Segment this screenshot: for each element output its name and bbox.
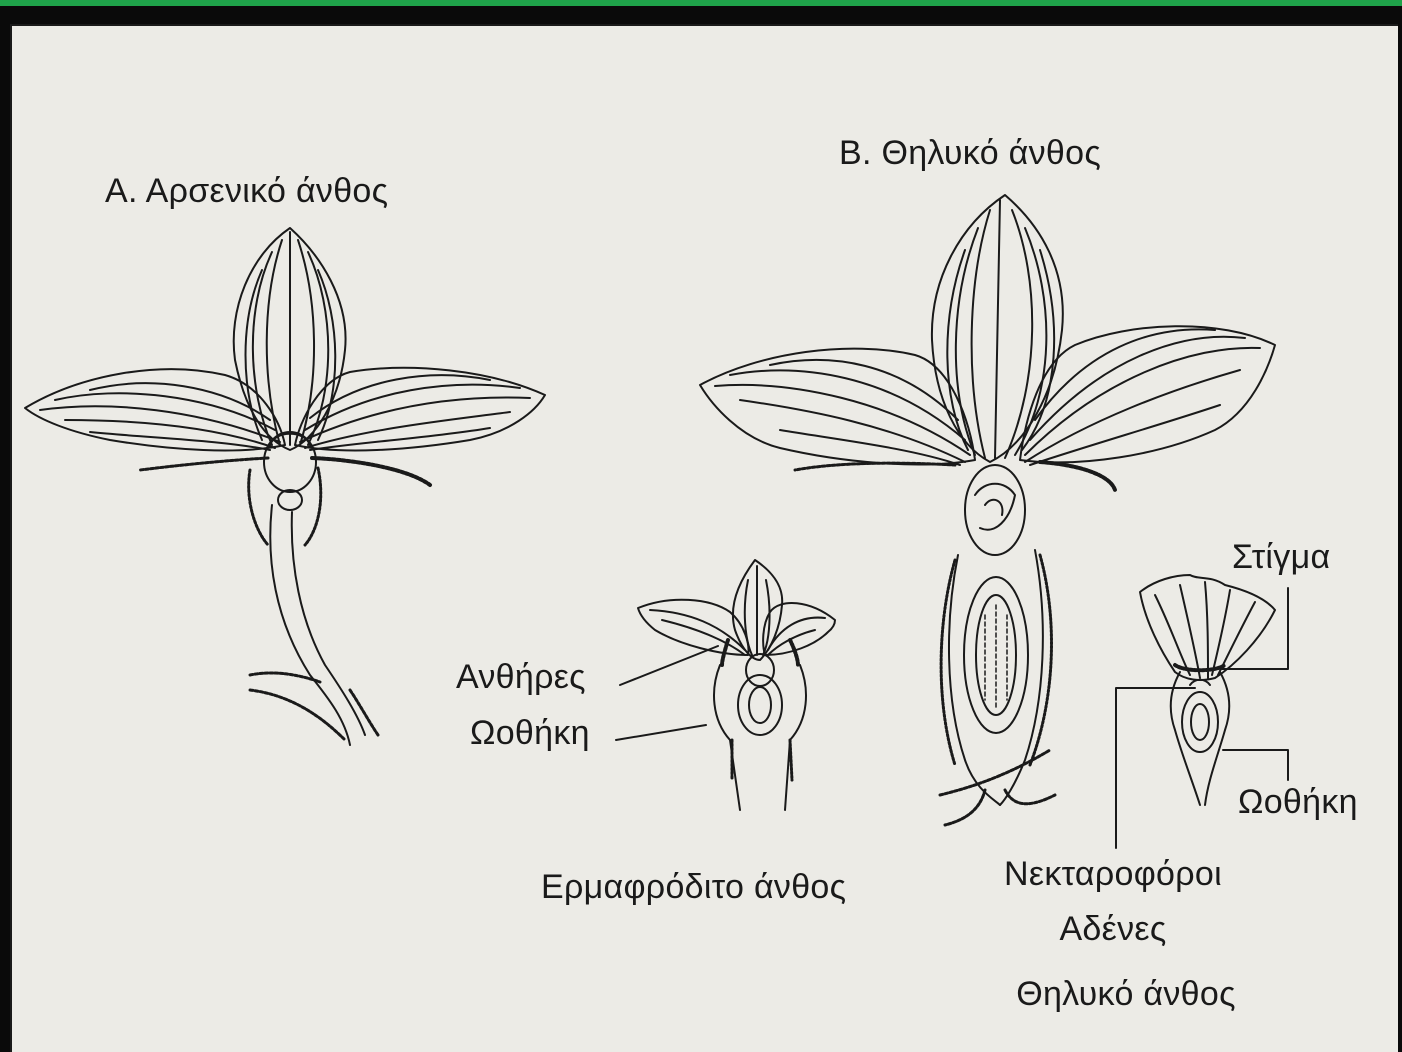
stigma-label: Στίγμα bbox=[1232, 540, 1330, 574]
male-flower-label: Α. Αρσενικό άνθος bbox=[105, 174, 388, 208]
anthers-label: Ανθήρες bbox=[456, 660, 586, 694]
hermaphrodite-label: Ερμαφρόδιτο άνθος bbox=[541, 870, 846, 904]
ovary-label-right: Ωοθήκη bbox=[1238, 785, 1358, 819]
ovary-label-left: Ωοθήκη bbox=[470, 716, 590, 750]
female-flower-drawing bbox=[700, 195, 1275, 825]
nectaries-label-line2: Αδένες bbox=[1059, 912, 1166, 946]
nectaries-label-line1: Νεκταροφόροι bbox=[1004, 857, 1222, 891]
hermaphrodite-flower-drawing bbox=[638, 560, 835, 810]
female-small-flower-drawing bbox=[1140, 575, 1275, 805]
female-small-label: Θηλυκό άνθος bbox=[1016, 977, 1236, 1011]
female-flower-label: Β. Θηλυκό άνθος bbox=[839, 136, 1101, 170]
